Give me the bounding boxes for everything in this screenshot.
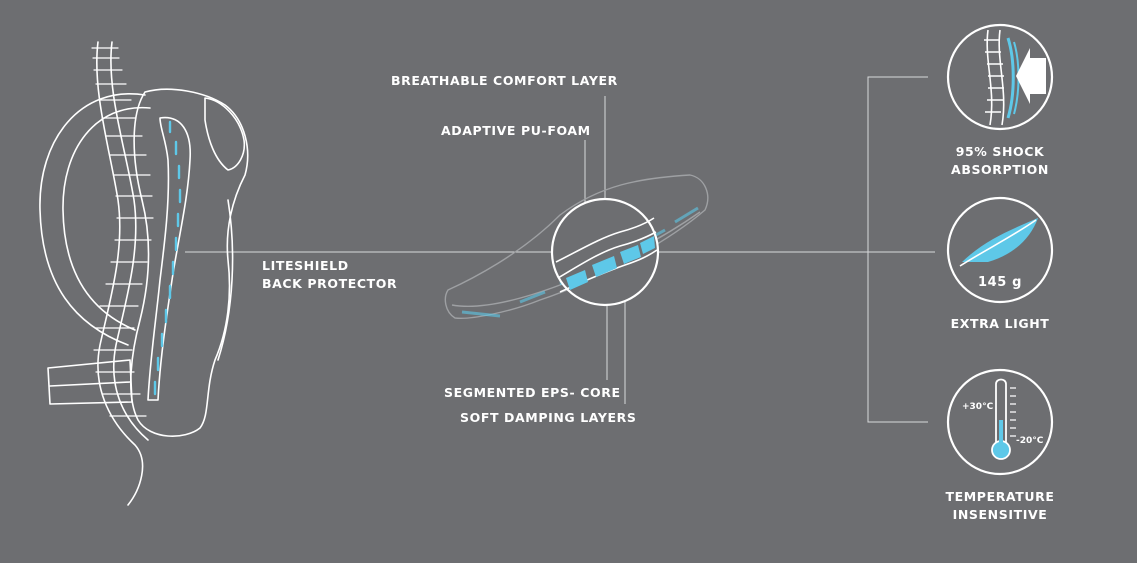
- cross-section-illustration: [444, 174, 709, 320]
- feature-shock-icon: [946, 23, 1054, 131]
- temp-low-label: -20°C: [1016, 436, 1044, 446]
- product-name-line2: BACK PROTECTOR: [262, 276, 398, 291]
- feature-weight-icon: [946, 196, 1054, 304]
- label-adaptive-foam: ADAPTIVE PU-FOAM: [441, 123, 591, 138]
- label-soft-damping: SOFT DAMPING LAYERS: [460, 410, 637, 425]
- feature-shock-caption: 95% SHOCK ABSORPTION: [930, 143, 1070, 179]
- label-segmented-core: SEGMENTED EPS- CORE: [444, 385, 621, 400]
- feather-icon: [959, 218, 1038, 267]
- product-name-line1: LITESHIELD: [262, 258, 349, 273]
- temp-high-label: +30°C: [962, 402, 994, 412]
- feature-weight-caption: EXTRA LIGHT: [950, 316, 1050, 331]
- feature-temperature-line2: INSENSITIVE: [952, 507, 1048, 522]
- back-protector-icon: [130, 88, 249, 437]
- label-breathable-layer: BREATHABLE COMFORT LAYER: [391, 73, 618, 88]
- feature-temperature-caption: TEMPERATURE INSENSITIVE: [930, 488, 1070, 524]
- feature-shock-line1: 95% SHOCK: [955, 144, 1045, 159]
- spine-protector-illustration: [39, 41, 249, 506]
- product-name: LITESHIELD BACK PROTECTOR: [262, 257, 397, 293]
- feature-temperature-line1: TEMPERATURE: [945, 489, 1055, 504]
- feature-temperature-icon: [946, 368, 1054, 476]
- feature-shock-line2: ABSORPTION: [951, 162, 1049, 177]
- feature-weight-value: 145 g: [978, 275, 1022, 290]
- spine-icon: [91, 41, 154, 506]
- thermometer-icon: [991, 378, 1016, 460]
